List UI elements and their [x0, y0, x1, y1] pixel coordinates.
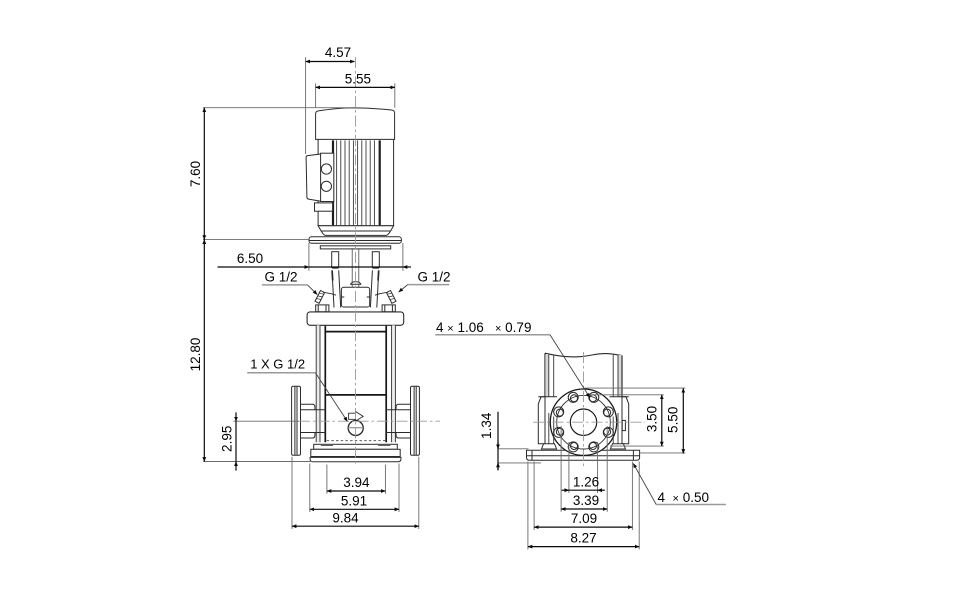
svg-text:4.57: 4.57 — [325, 45, 351, 60]
svg-text:6.50: 6.50 — [237, 251, 263, 266]
svg-text:5.50: 5.50 — [666, 407, 681, 433]
svg-text:3.94: 3.94 — [343, 475, 370, 490]
svg-text:7.60: 7.60 — [188, 161, 203, 187]
svg-text:5.55: 5.55 — [345, 72, 371, 87]
svg-text:2.95: 2.95 — [219, 426, 234, 452]
svg-text:7.09: 7.09 — [571, 511, 597, 526]
svg-text:1.26: 1.26 — [573, 474, 599, 489]
svg-text:3.50: 3.50 — [645, 406, 660, 432]
svg-text:3.39: 3.39 — [573, 493, 599, 508]
svg-text:8.27: 8.27 — [570, 531, 596, 546]
svg-text:12.80: 12.80 — [188, 338, 203, 372]
svg-text:G 1/2: G 1/2 — [265, 269, 298, 284]
svg-text:5.91: 5.91 — [341, 493, 367, 508]
svg-text:G 1/2: G 1/2 — [418, 269, 451, 284]
svg-text:4 × 1.06 × 0.79: 4 × 1.06 × 0.79 — [436, 320, 531, 335]
svg-text:4 × 0.50: 4 × 0.50 — [658, 490, 709, 505]
svg-text:9.84: 9.84 — [332, 510, 359, 525]
svg-text:1.34: 1.34 — [479, 412, 494, 439]
svg-text:1 X G 1/2: 1 X G 1/2 — [250, 357, 305, 372]
